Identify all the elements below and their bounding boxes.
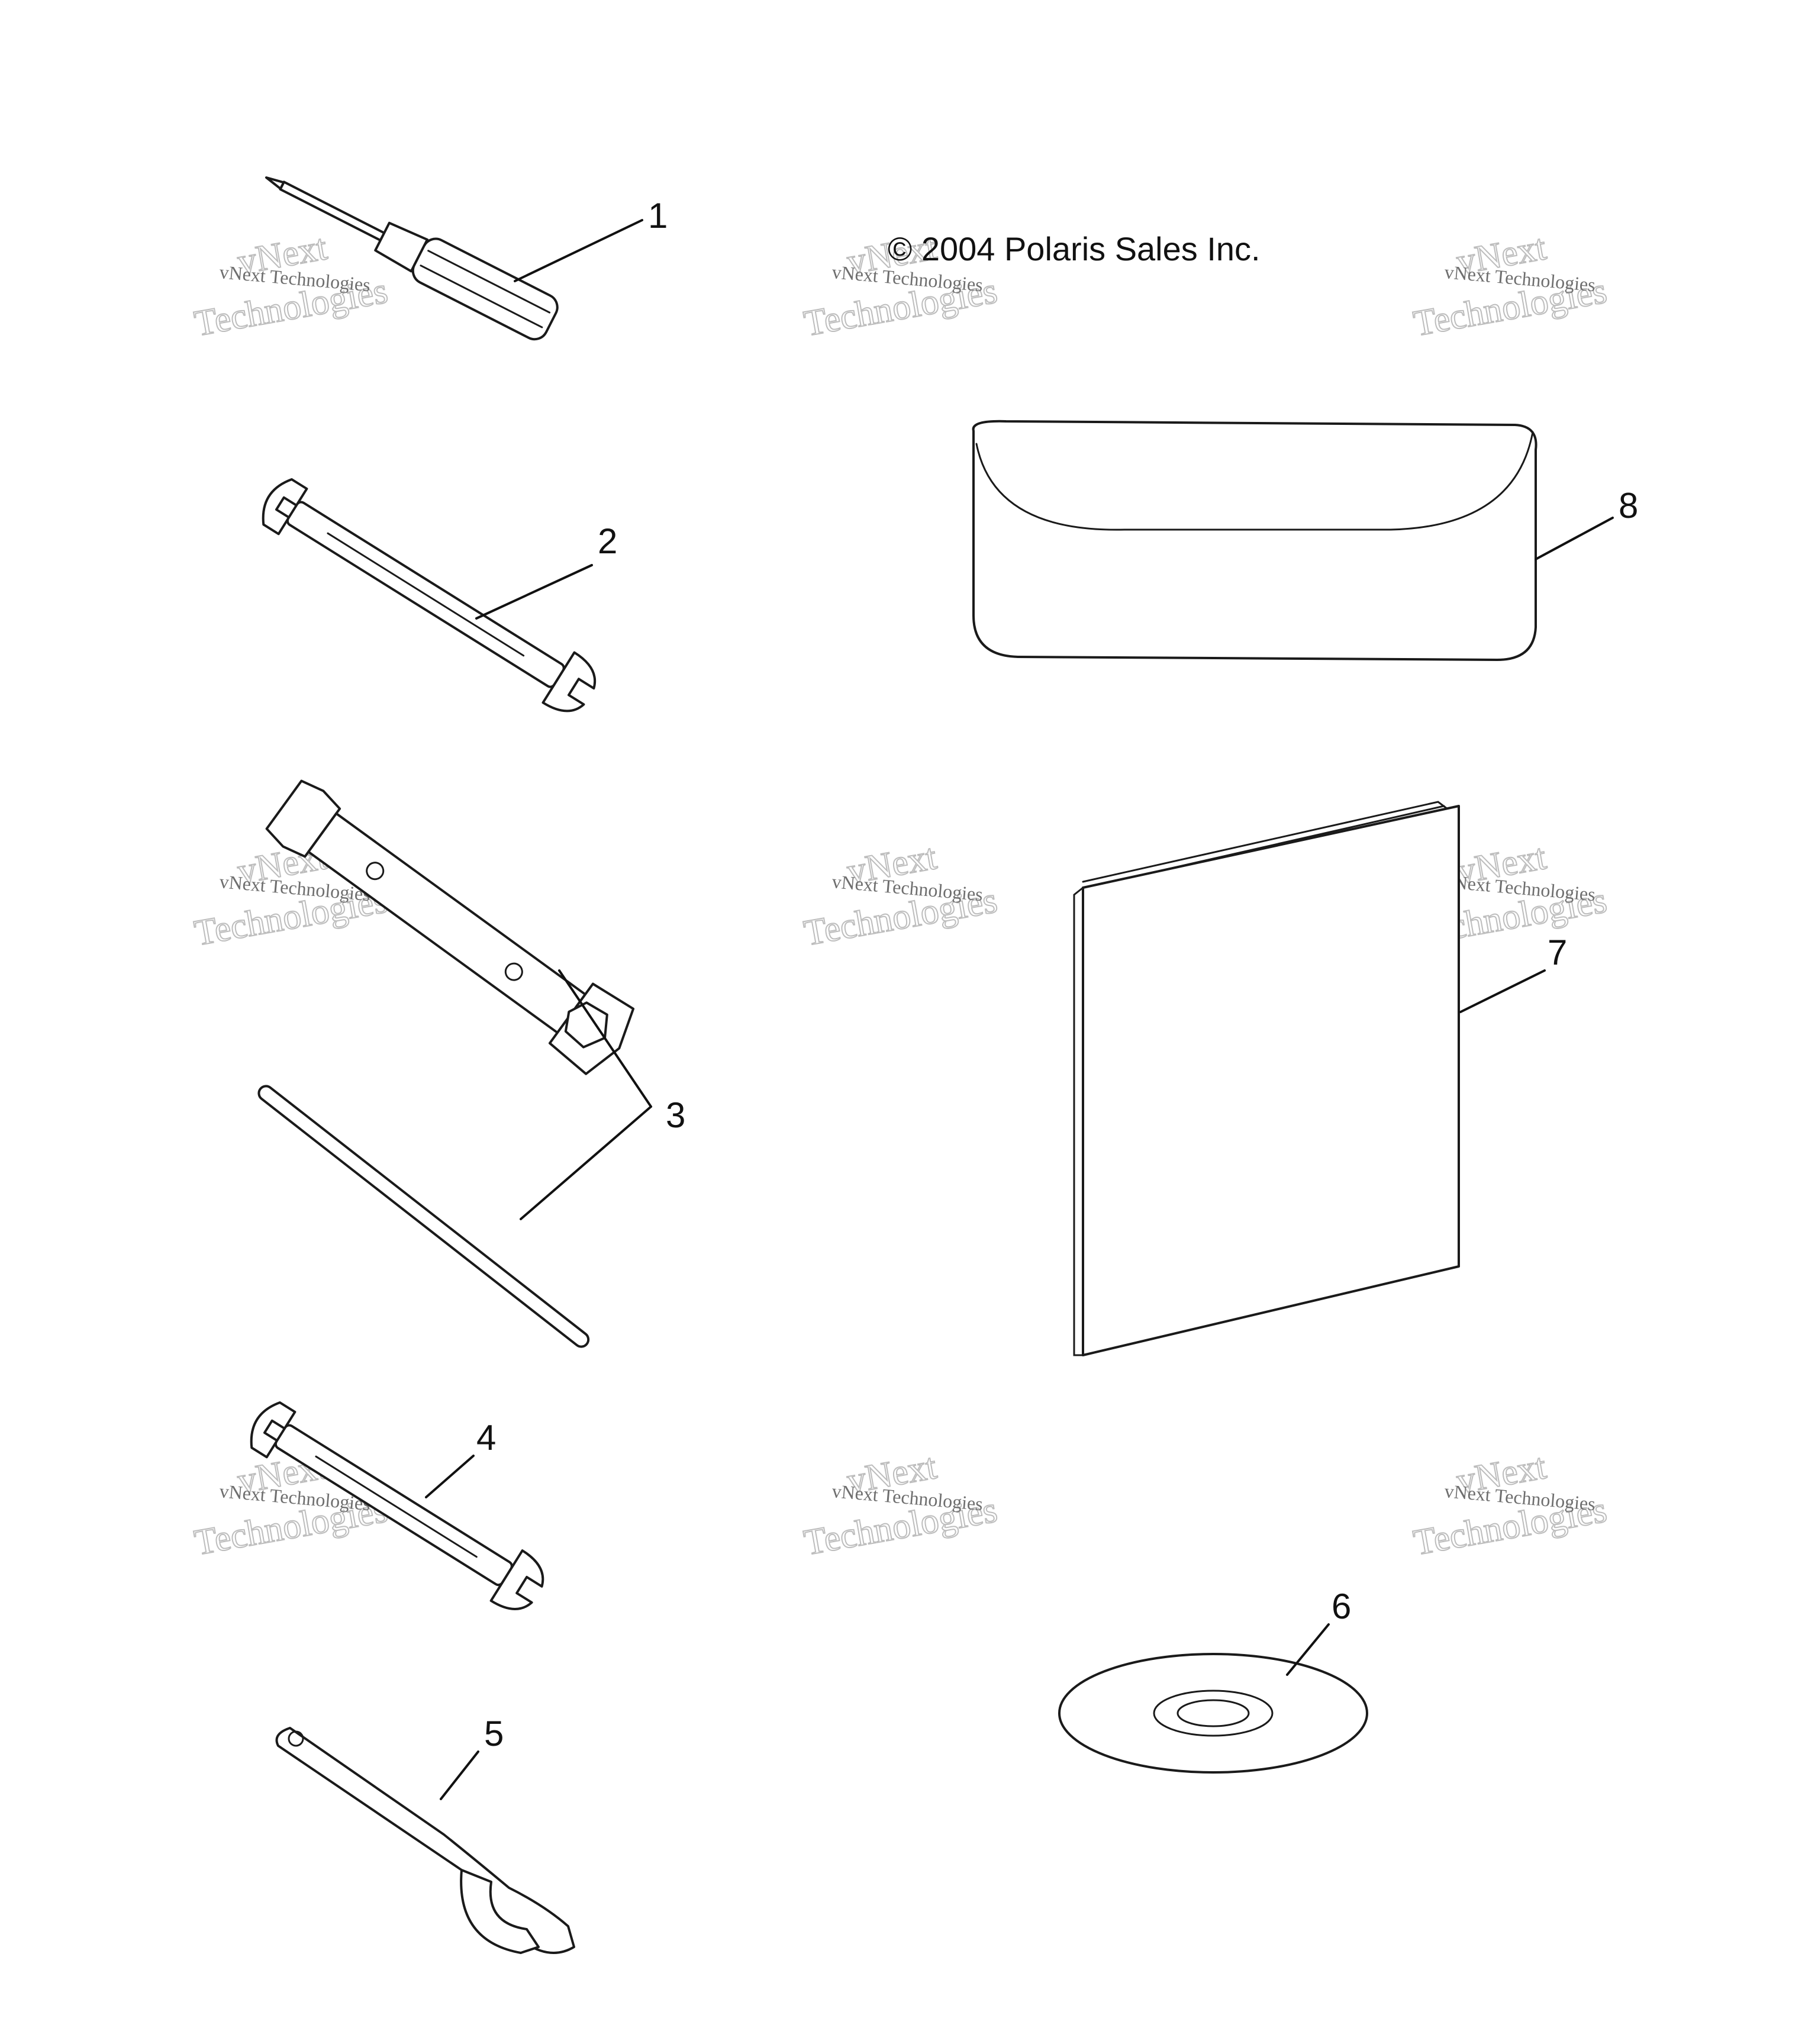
callout-3: 3 xyxy=(666,1095,685,1135)
leader-line-7 xyxy=(1459,969,1546,1013)
screwdriver-icon xyxy=(265,176,559,341)
callout-labels: 1 2 3 4 5 6 7 8 xyxy=(476,196,1638,1753)
cd-disc-icon xyxy=(1058,1653,1368,1774)
manual-booklet-icon xyxy=(1073,801,1460,1356)
spanner-wrench-icon xyxy=(275,1727,575,1954)
tool-pouch-icon xyxy=(972,420,1537,661)
open-end-wrench-icon xyxy=(250,1401,544,1610)
copyright-text: © 2004 Polaris Sales Inc. xyxy=(888,230,1261,267)
leader-line-2 xyxy=(475,564,593,620)
leader-line-5 xyxy=(440,1750,479,1800)
callout-4: 4 xyxy=(476,1418,496,1458)
callout-2: 2 xyxy=(598,521,617,561)
leader-line-3b xyxy=(520,1105,652,1220)
callout-5: 5 xyxy=(484,1714,504,1753)
leader-line-3a xyxy=(558,969,652,1108)
leader-line-4 xyxy=(425,1455,475,1498)
callout-8: 8 xyxy=(1619,486,1638,525)
open-end-wrench-icon xyxy=(262,478,597,713)
leader-line-8 xyxy=(1535,517,1614,560)
callout-7: 7 xyxy=(1548,933,1567,972)
leader-line-1 xyxy=(514,219,643,282)
tube-socket-wrench-and-bar-icon xyxy=(257,779,635,1348)
leader-line-6 xyxy=(1286,1623,1330,1676)
callout-1: 1 xyxy=(648,196,668,236)
leader-lines xyxy=(425,219,1614,1800)
callout-6: 6 xyxy=(1332,1587,1351,1626)
